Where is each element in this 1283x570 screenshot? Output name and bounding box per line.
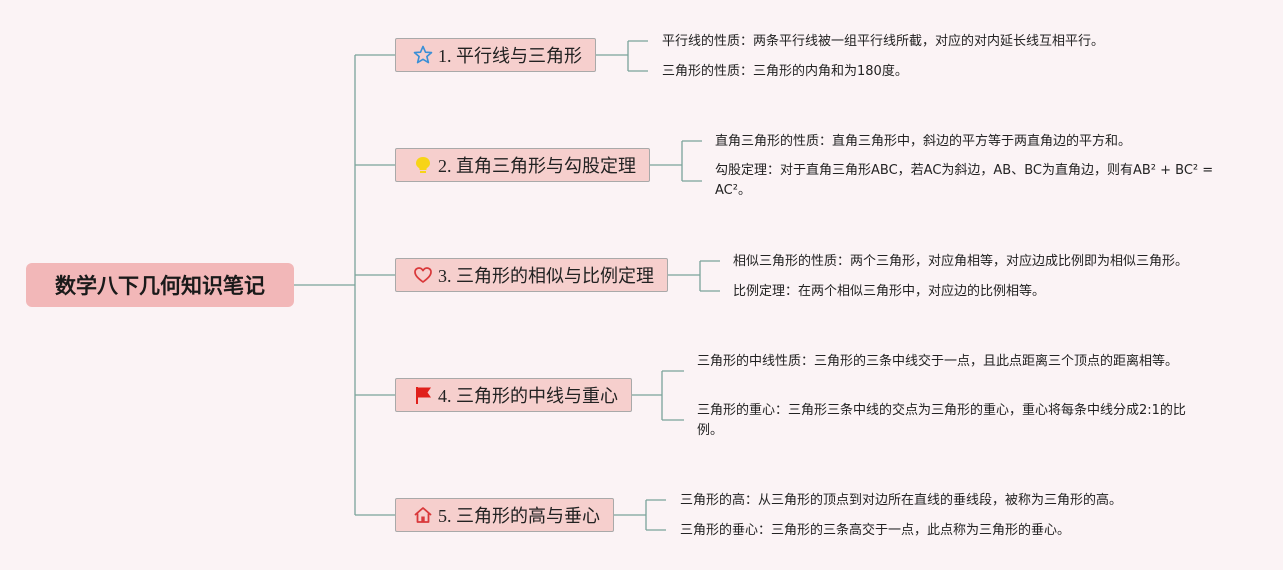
leaf-proportion-theorem[interactable]: 比例定理：在两个相似三角形中，对应边的比例相等。	[733, 282, 1253, 302]
branch-label: 1. 平行线与三角形	[438, 46, 582, 66]
branch-label: 2. 直角三角形与勾股定理	[438, 156, 636, 176]
branch-label: 4. 三角形的中线与重心	[438, 386, 618, 406]
leaf-median-property[interactable]: 三角形的中线性质：三角形的三条中线交于一点，且此点距离三个顶点的距离相等。	[697, 352, 1192, 372]
leaf-triangle-angle-sum[interactable]: 三角形的性质：三角形的内角和为180度。	[662, 62, 1222, 82]
branch-parallel-lines[interactable]: 1. 平行线与三角形	[395, 38, 596, 72]
branch-label: 5. 三角形的高与垂心	[438, 506, 600, 526]
leaf-text: 三角形的性质：三角形的内角和为180度。	[662, 64, 908, 79]
leaf-centroid[interactable]: 三角形的重心：三角形三条中线的交点为三角形的重心，重心将每条中线分成2:1的比例…	[697, 401, 1192, 441]
root-title: 数学八下几何知识笔记	[55, 274, 265, 298]
leaf-altitude[interactable]: 三角形的高：从三角形的顶点到对边所在直线的垂线段，被称为三角形的高。	[680, 491, 1240, 511]
branch-label: 3. 三角形的相似与比例定理	[438, 266, 654, 286]
leaf-similar-triangle-property[interactable]: 相似三角形的性质：两个三角形，对应角相等，对应边成比例即为相似三角形。	[733, 252, 1253, 272]
leaf-text: 三角形的高：从三角形的顶点到对边所在直线的垂线段，被称为三角形的高。	[680, 493, 1123, 508]
branch-right-triangle[interactable]: 2. 直角三角形与勾股定理	[395, 148, 650, 182]
flag-icon	[412, 384, 434, 406]
leaf-text: 三角形的垂心：三角形的三条高交于一点，此点称为三角形的垂心。	[680, 523, 1071, 538]
leaf-text: 平行线的性质：两条平行线被一组平行线所截，对应的对内延长线互相平行。	[662, 34, 1105, 49]
leaf-text: 比例定理：在两个相似三角形中，对应边的比例相等。	[733, 284, 1046, 299]
leaf-text: 三角形的重心：三角形三条中线的交点为三角形的重心，重心将每条中线分成2:1的比例…	[697, 403, 1186, 438]
home-icon	[412, 504, 434, 526]
leaf-text: 相似三角形的性质：两个三角形，对应角相等，对应边成比例即为相似三角形。	[733, 254, 1189, 269]
leaf-text: 直角三角形的性质：直角三角形中，斜边的平方等于两直角边的平方和。	[715, 134, 1132, 149]
leaf-right-triangle-property[interactable]: 直角三角形的性质：直角三角形中，斜边的平方等于两直角边的平方和。	[715, 132, 1215, 152]
branch-median-centroid[interactable]: 4. 三角形的中线与重心	[395, 378, 632, 412]
leaf-text: 三角形的中线性质：三角形的三条中线交于一点，且此点距离三个顶点的距离相等。	[697, 354, 1179, 369]
leaf-parallel-property[interactable]: 平行线的性质：两条平行线被一组平行线所截，对应的对内延长线互相平行。	[662, 32, 1222, 52]
branch-altitude-orthocenter[interactable]: 5. 三角形的高与垂心	[395, 498, 614, 532]
lightbulb-icon	[412, 154, 434, 176]
leaf-pythagorean-theorem[interactable]: 勾股定理：对于直角三角形ABC，若AC为斜边，AB、BC为直角边，则有AB² +…	[715, 161, 1215, 201]
root-topic[interactable]: 数学八下几何知识笔记	[26, 263, 294, 307]
star-icon	[412, 44, 434, 66]
leaf-text: 勾股定理：对于直角三角形ABC，若AC为斜边，AB、BC为直角边，则有AB² +…	[715, 163, 1214, 198]
heart-icon	[412, 264, 434, 286]
branch-similar-triangles[interactable]: 3. 三角形的相似与比例定理	[395, 258, 668, 292]
leaf-orthocenter[interactable]: 三角形的垂心：三角形的三条高交于一点，此点称为三角形的垂心。	[680, 521, 1240, 541]
